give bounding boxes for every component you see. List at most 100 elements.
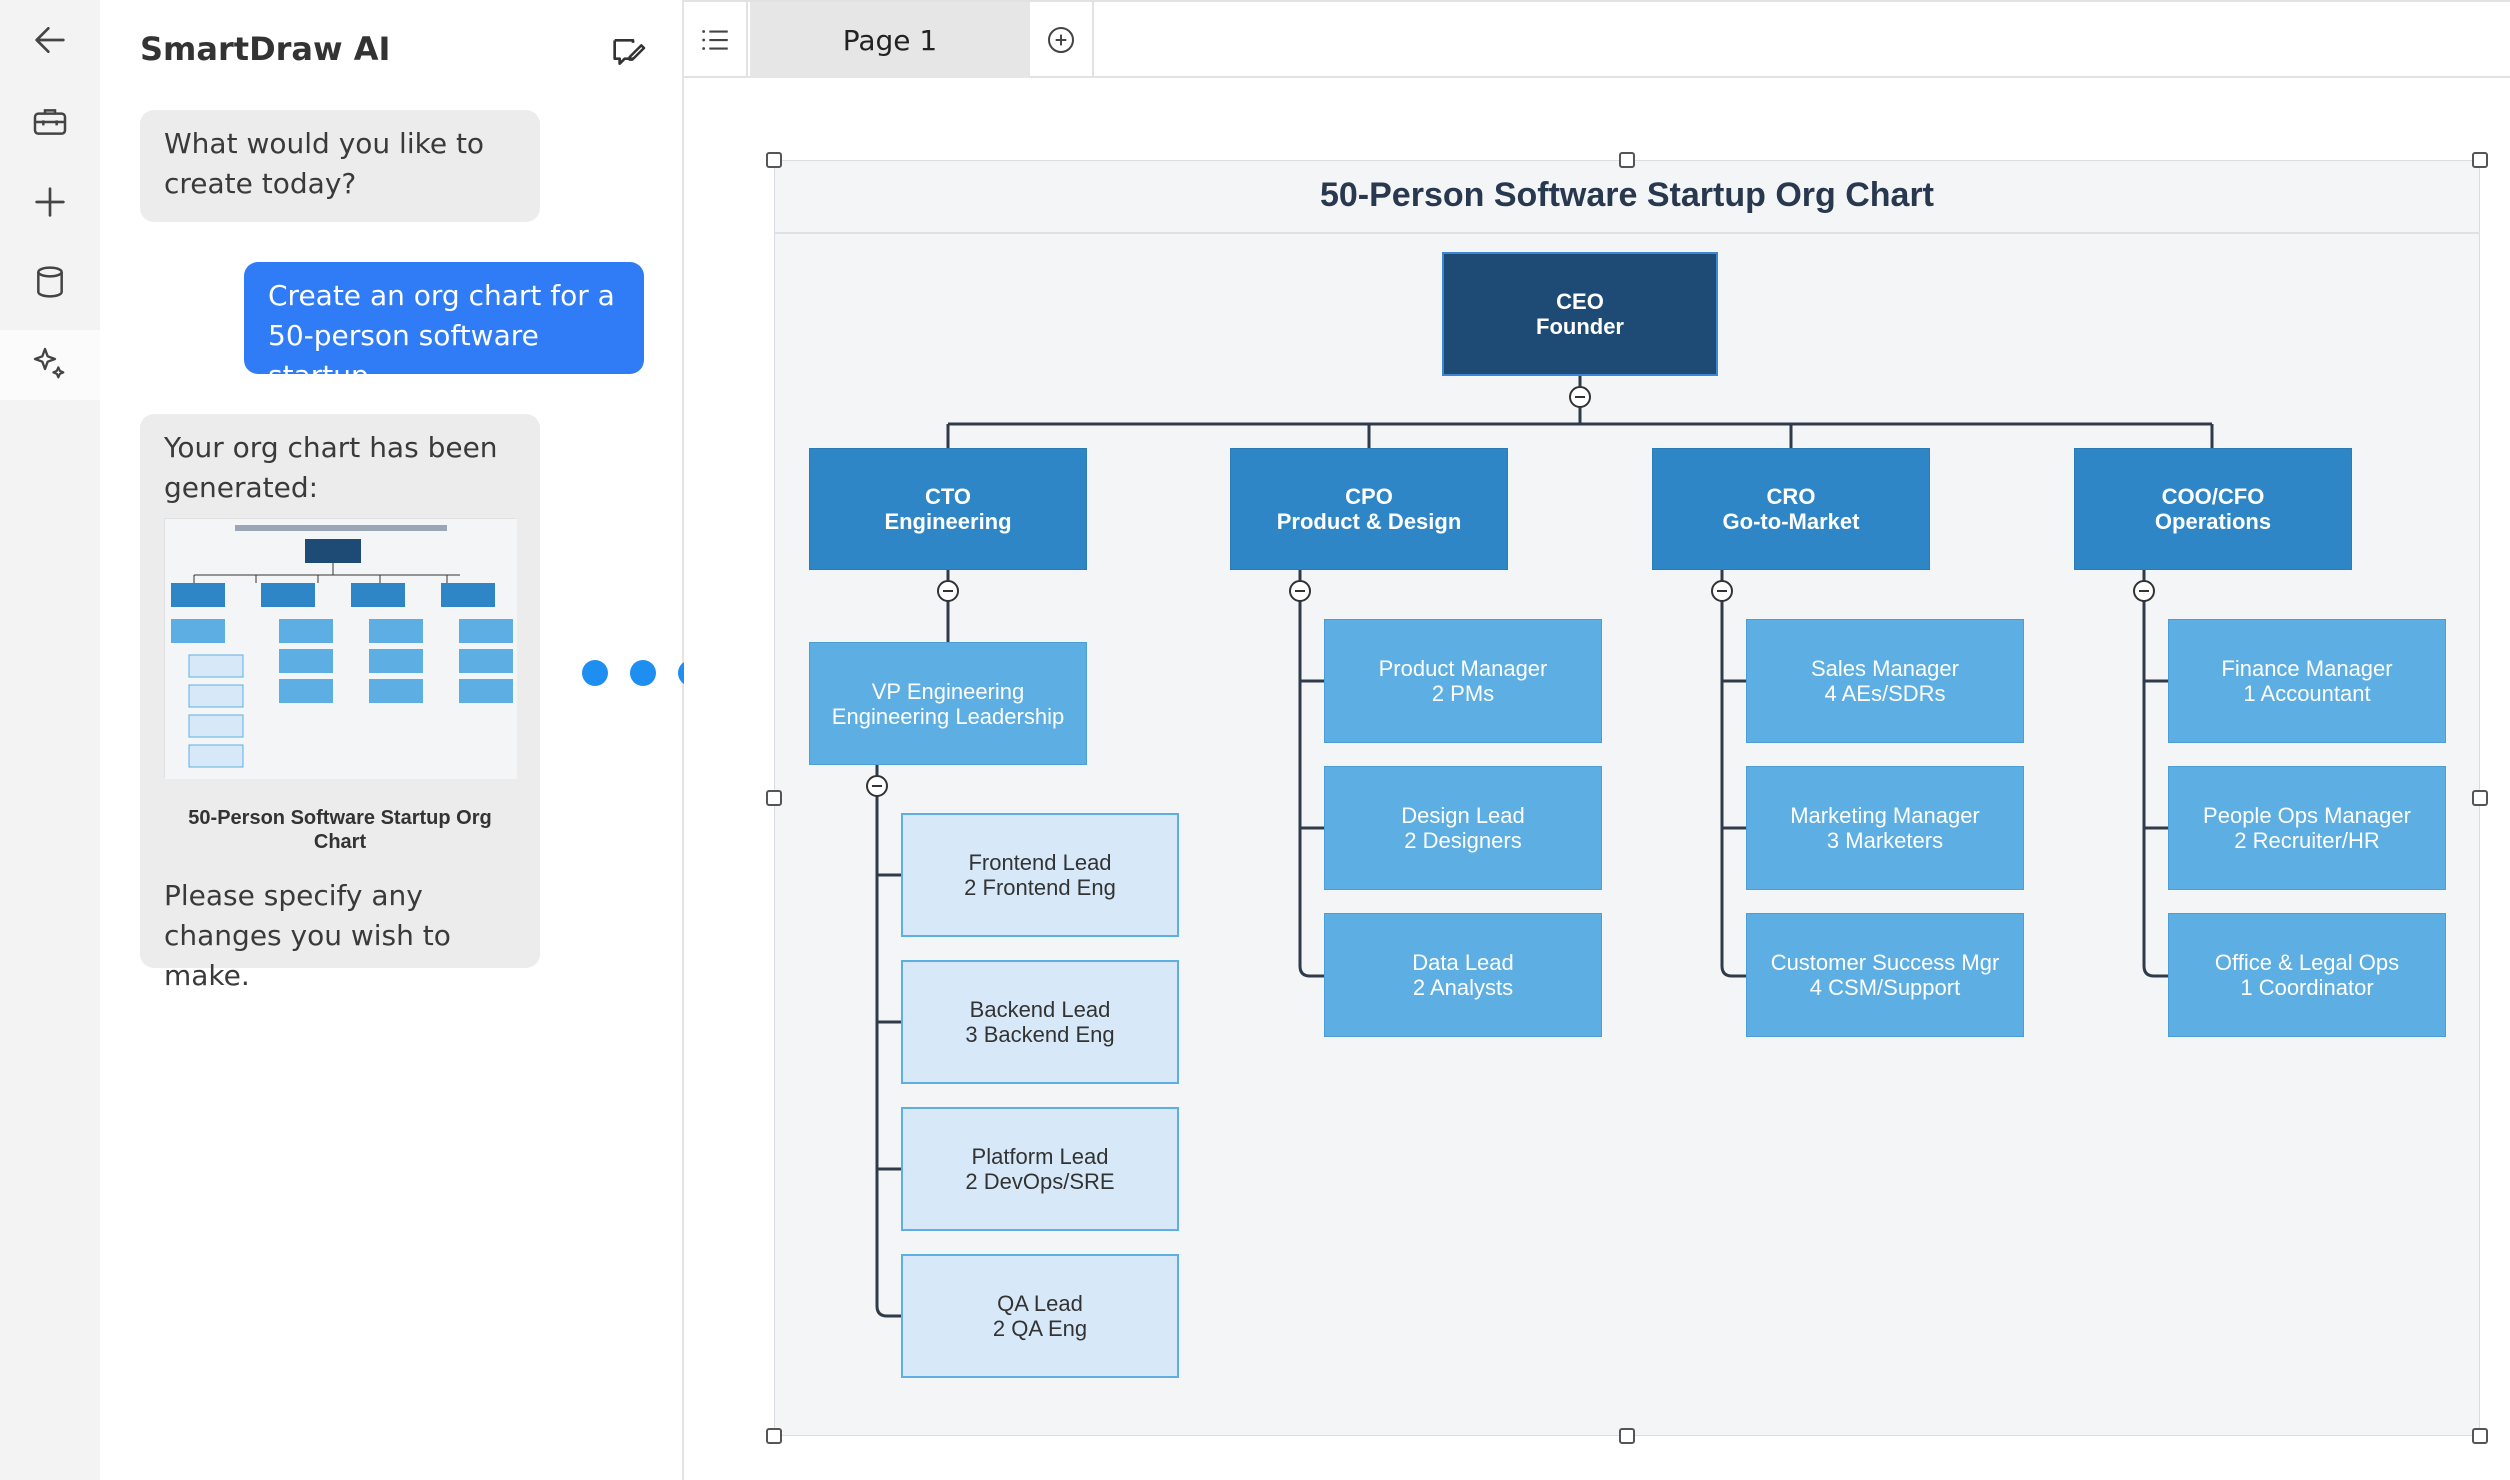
- node-frontend-lead[interactable]: Frontend Lead 2 Frontend Eng: [901, 813, 1179, 937]
- add-circle-icon: [1048, 27, 1074, 53]
- node-subtitle: Founder: [1536, 314, 1624, 339]
- node-subtitle: Engineering Leadership: [831, 703, 1065, 729]
- ai-button[interactable]: [18, 332, 82, 396]
- node-subtitle: Operations: [2154, 509, 2272, 534]
- node-title: Backend Lead: [969, 997, 1111, 1022]
- connector-dot: [582, 660, 608, 686]
- chart-title: 50-Person Software Startup Org Chart: [1319, 176, 1934, 214]
- node-office-legal-ops[interactable]: Office & Legal Ops 1 Coordinator: [2168, 913, 2446, 1037]
- add-page-button[interactable]: [1030, 2, 1094, 78]
- node-title: Product Manager: [1378, 656, 1548, 681]
- node-ceo[interactable]: CEO Founder: [1442, 252, 1718, 376]
- message-text: Please specify any changes you wish to m…: [164, 879, 451, 992]
- node-subtitle: 3 Backend Eng: [965, 1022, 1115, 1047]
- node-vp-engineering[interactable]: VP Engineering Engineering Leadership: [809, 642, 1087, 765]
- node-subtitle: 2 Recruiter/HR: [2234, 828, 2380, 853]
- page-tab-bar: Page 1: [684, 0, 2510, 78]
- node-title: VP Engineering: [871, 678, 1025, 704]
- data-button[interactable]: [18, 250, 82, 314]
- node-cro[interactable]: CRO Go-to-Market: [1652, 448, 1930, 570]
- node-subtitle: 4 AEs/SDRs: [1824, 681, 1946, 706]
- node-title: QA Lead: [997, 1291, 1083, 1316]
- pages-list-button[interactable]: [684, 2, 748, 78]
- node-title: Data Lead: [1412, 950, 1514, 975]
- resize-handle[interactable]: [2472, 1428, 2488, 1444]
- node-design-lead[interactable]: Design Lead 2 Designers: [1324, 766, 1602, 890]
- resize-handle[interactable]: [766, 152, 782, 168]
- chat-title: SmartDraw AI: [140, 30, 391, 68]
- node-subtitle: 2 PMs: [1431, 681, 1495, 706]
- node-people-ops-manager[interactable]: People Ops Manager 2 Recruiter/HR: [2168, 766, 2446, 890]
- collapse-toggle[interactable]: [2133, 580, 2155, 602]
- node-subtitle: 2 QA Eng: [992, 1316, 1088, 1341]
- collapse-toggle[interactable]: [1569, 386, 1591, 408]
- assistant-message: What would you like to create today?: [140, 110, 540, 222]
- node-platform-lead[interactable]: Platform Lead 2 DevOps/SRE: [901, 1107, 1179, 1231]
- collapse-toggle[interactable]: [1289, 580, 1311, 602]
- list-icon: [702, 30, 728, 50]
- node-marketing-manager[interactable]: Marketing Manager 3 Marketers: [1746, 766, 2024, 890]
- node-title: Design Lead: [1401, 803, 1525, 828]
- org-chart-thumbnail[interactable]: [164, 518, 517, 779]
- node-title: COO/CFO: [2161, 484, 2265, 509]
- node-customer-success-manager[interactable]: Customer Success Mgr 4 CSM/Support: [1746, 913, 2024, 1037]
- node-subtitle: 3 Marketers: [1826, 828, 1944, 853]
- node-qa-lead[interactable]: QA Lead 2 QA Eng: [901, 1254, 1179, 1378]
- node-subtitle: 4 CSM/Support: [1809, 975, 1961, 1000]
- resize-handle[interactable]: [1619, 152, 1635, 168]
- node-coo-cfo[interactable]: COO/CFO Operations: [2074, 448, 2352, 570]
- collapse-toggle[interactable]: [1711, 580, 1733, 602]
- back-button[interactable]: [18, 8, 82, 72]
- node-data-lead[interactable]: Data Lead 2 Analysts: [1324, 913, 1602, 1037]
- node-title: CPO: [1345, 484, 1393, 509]
- collapse-toggle[interactable]: [866, 775, 888, 797]
- node-subtitle: 2 DevOps/SRE: [965, 1169, 1115, 1194]
- resize-handle[interactable]: [1619, 1428, 1635, 1444]
- node-subtitle: Engineering: [884, 509, 1012, 534]
- database-icon: [37, 266, 63, 298]
- tab-page-1[interactable]: Page 1: [750, 2, 1030, 78]
- back-arrow-icon: [35, 27, 65, 54]
- node-sales-manager[interactable]: Sales Manager 4 AEs/SDRs: [1746, 619, 2024, 743]
- node-cto[interactable]: CTO Engineering: [809, 448, 1087, 570]
- collapse-toggle[interactable]: [937, 580, 959, 602]
- thumbnail-caption: 50-Person Software Startup Org Chart: [188, 807, 492, 853]
- node-subtitle: 2 Designers: [1404, 828, 1522, 853]
- resize-handle[interactable]: [2472, 790, 2488, 806]
- node-title: People Ops Manager: [2203, 803, 2411, 828]
- node-cpo[interactable]: CPO Product & Design: [1230, 448, 1508, 570]
- node-subtitle: 1 Coordinator: [2240, 975, 2374, 1000]
- node-title: Office & Legal Ops: [2214, 950, 2400, 975]
- message-text: Create an org chart for a 50-person soft…: [268, 279, 615, 392]
- node-title: CRO: [1766, 484, 1816, 509]
- message-text: What would you like to create today?: [164, 127, 485, 200]
- node-title: Marketing Manager: [1790, 803, 1980, 828]
- node-product-manager[interactable]: Product Manager 2 PMs: [1324, 619, 1602, 743]
- icon-rail: [0, 0, 100, 1480]
- connector-dot: [630, 660, 656, 686]
- assistant-message: Your org chart has been generated:: [140, 414, 540, 992]
- resize-handle[interactable]: [766, 790, 782, 806]
- add-button[interactable]: [18, 170, 82, 234]
- toolbox-button[interactable]: [18, 90, 82, 154]
- node-subtitle: 1 Accountant: [2243, 681, 2371, 706]
- title-divider: [774, 232, 2480, 234]
- node-title: Finance Manager: [2221, 656, 2393, 681]
- node-subtitle: Go-to-Market: [1722, 509, 1860, 534]
- compose-icon: [613, 39, 646, 65]
- toolbox-icon: [33, 109, 67, 135]
- node-backend-lead[interactable]: Backend Lead 3 Backend Eng: [901, 960, 1179, 1084]
- node-title: Customer Success Mgr: [1770, 950, 2000, 975]
- node-title: CTO: [924, 484, 972, 509]
- rail-active-highlight: [0, 330, 100, 400]
- user-message: Create an org chart for a 50-person soft…: [244, 262, 644, 392]
- plus-icon: [35, 187, 65, 217]
- chat-panel: SmartDraw AI What would you like to crea…: [100, 0, 684, 1480]
- resize-handle[interactable]: [766, 1428, 782, 1444]
- node-subtitle: 2 Frontend Eng: [964, 875, 1116, 900]
- node-subtitle: 2 Analysts: [1412, 975, 1514, 1000]
- message-text: Your org chart has been generated:: [164, 431, 498, 504]
- new-chat-button[interactable]: [606, 30, 650, 74]
- node-finance-manager[interactable]: Finance Manager 1 Accountant: [2168, 619, 2446, 743]
- resize-handle[interactable]: [2472, 152, 2488, 168]
